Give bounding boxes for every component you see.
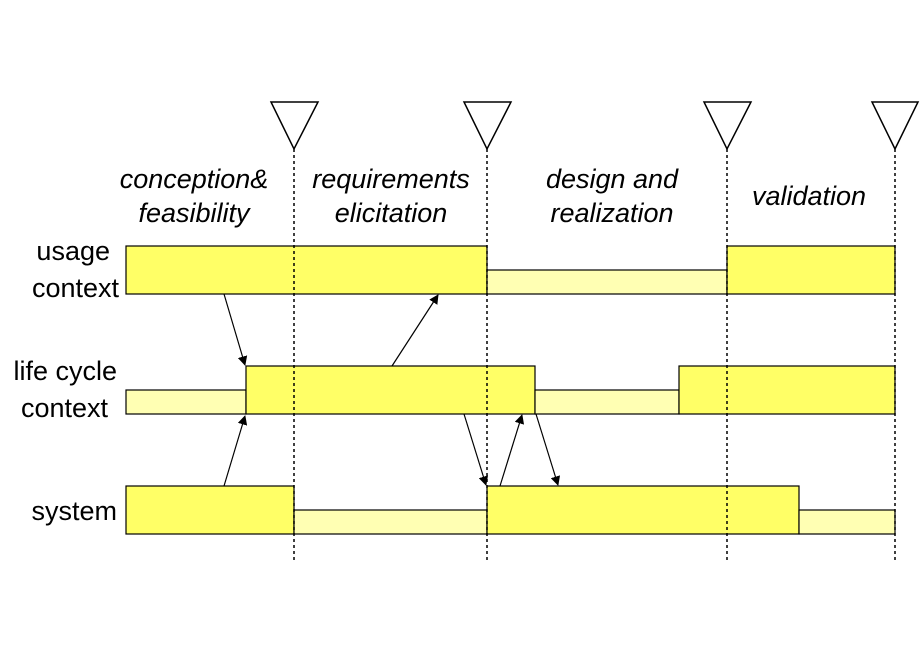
- milestone-4-triangle-icon: [870, 101, 920, 151]
- system-bar-1: [125, 485, 295, 535]
- usage-bar-3: [726, 245, 896, 295]
- life-cycle-context-bars: [125, 365, 896, 415]
- usage-bar-2: [486, 269, 728, 295]
- milestone-lines: [293, 149, 896, 560]
- phase-4-line-1: validation: [752, 181, 866, 211]
- milestones: [269, 101, 920, 151]
- system-bar-3: [486, 485, 800, 535]
- lifecycle-bar-3: [534, 389, 680, 415]
- system-bars: [125, 485, 896, 535]
- row-lifecycle-line-2: context: [21, 393, 109, 423]
- phase-3-line-1: design and: [546, 164, 679, 194]
- row-labels: usage context life cycle context system: [13, 236, 119, 526]
- arrow-usage-to-lifecycle: [223, 293, 248, 366]
- system-bar-4: [798, 509, 896, 535]
- row-usage-line-2: context: [32, 273, 120, 303]
- milestone-2-triangle-icon: [462, 101, 513, 151]
- phase-1-line-1: conception&: [120, 164, 269, 194]
- row-usage-line-1: usage: [36, 236, 110, 266]
- usage-context-bars: [125, 245, 896, 295]
- arrow-lifecycle-to-usage: [391, 294, 439, 367]
- phase-1-line-2: feasibility: [138, 198, 251, 228]
- milestone-3-triangle-icon: [702, 101, 753, 151]
- system-bar-2: [293, 509, 488, 535]
- phase-labels: conception& feasibility requirements eli…: [120, 164, 866, 228]
- arrow-system-to-lifecycle-b: [499, 414, 525, 487]
- arrow-lifecycle-to-system-b: [535, 413, 561, 486]
- arrows: [223, 293, 561, 487]
- arrow-system-to-lifecycle: [223, 415, 248, 487]
- row-lifecycle-line-1: life cycle: [13, 356, 117, 386]
- lifecycle-bar-1: [125, 389, 247, 415]
- phase-3-line-2: realization: [550, 198, 673, 228]
- milestone-1-triangle-icon: [269, 101, 320, 151]
- row-system-line-1: system: [31, 496, 117, 526]
- lifecycle-bar-2: [245, 365, 536, 415]
- phase-2-line-2: elicitation: [335, 198, 448, 228]
- arrow-lifecycle-to-system-a: [463, 413, 489, 486]
- lifecycle-bar-4: [678, 365, 896, 415]
- phase-2-line-1: requirements: [312, 164, 470, 194]
- usage-bar-1: [125, 245, 488, 295]
